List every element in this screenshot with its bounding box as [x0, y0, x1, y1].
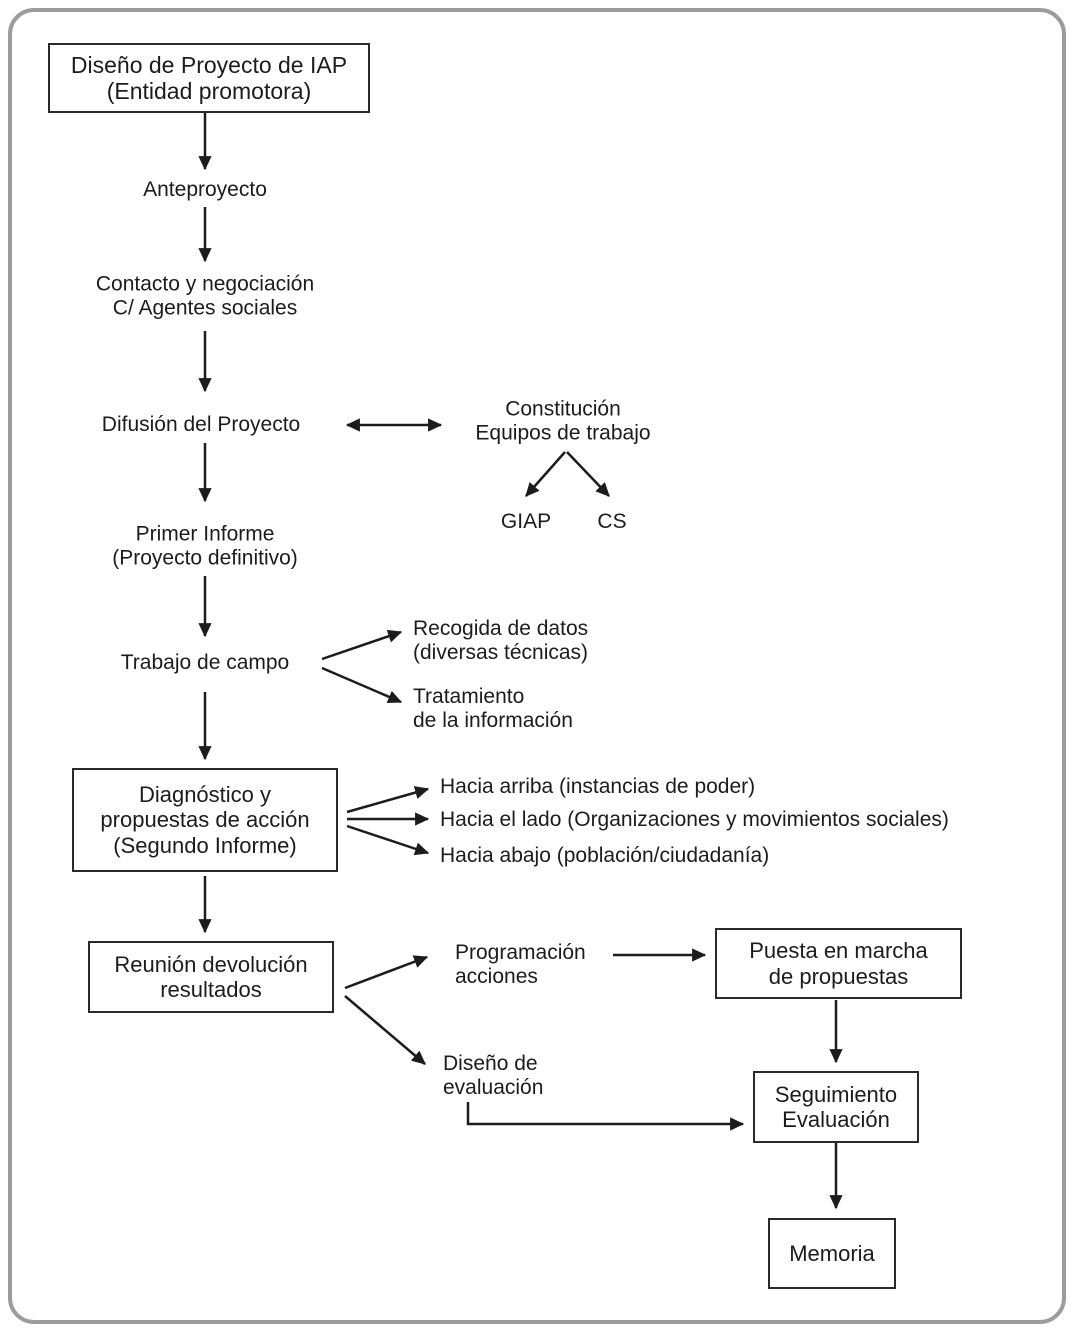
node-label: Reunión devolución — [114, 951, 308, 977]
node-diseno-evaluacion: Diseño de evaluación — [443, 1052, 543, 1101]
node-label: Diseño de Proyecto de IAP — [70, 51, 348, 78]
node-hacia-lado: Hacia el lado (Organizaciones y movimien… — [440, 808, 949, 832]
node-label: Programación — [455, 941, 586, 964]
node-label: Diagnóstico y — [138, 782, 272, 808]
node-label: Recogida de datos — [413, 617, 589, 640]
node-label: Primer Informe — [135, 522, 275, 546]
node-anteproyecto: Anteproyecto — [143, 178, 267, 202]
arrow-diagnostico-to-hacia-arriba — [346, 786, 430, 814]
node-seguimiento: Seguimiento Evaluación — [753, 1071, 919, 1143]
node-label: (diversas técnicas) — [413, 641, 589, 665]
arrow-reunion-to-programacion — [344, 955, 429, 990]
node-label: (Entidad promotora) — [106, 78, 312, 104]
node-label: (Proyecto definitivo) — [112, 547, 298, 570]
node-difusion: Difusión del Proyecto — [102, 413, 300, 437]
node-contacto: Contacto y negociación C/ Agentes social… — [96, 273, 314, 322]
node-label: GIAP — [500, 509, 552, 533]
node-label: Contacto y negociación — [95, 272, 315, 296]
node-cs: CS — [597, 510, 626, 534]
arrow-trabajo-to-tratamiento — [321, 666, 403, 704]
connector-diseno-evaluacion-to-seguimiento — [466, 1102, 745, 1131]
node-hacia-abajo: Hacia abajo (población/ciudadanía) — [440, 844, 769, 868]
arrow-constitucion-to-giap — [525, 451, 566, 497]
node-programacion: Programación acciones — [455, 941, 586, 990]
arrow-constitucion-to-cs — [566, 451, 610, 497]
arrow-reunion-to-diseno-evaluacion — [344, 995, 426, 1065]
node-constitucion: Constitución Equipos de trabajo — [475, 398, 650, 447]
node-label: acciones — [455, 965, 538, 989]
node-label: de propuestas — [768, 963, 909, 989]
node-label: Difusión del Proyecto — [101, 412, 301, 436]
node-recogida: Recogida de datos (diversas técnicas) — [413, 617, 588, 666]
node-label: evaluación — [443, 1076, 544, 1100]
node-label: propuestas de acción — [100, 807, 310, 833]
node-label: Hacia abajo (población/ciudadanía) — [440, 843, 770, 867]
node-label: Equipos de trabajo — [475, 422, 651, 445]
node-trabajo-campo: Trabajo de campo — [121, 651, 289, 675]
node-label: Anteproyecto — [143, 177, 267, 201]
node-label: Diseño de — [443, 1052, 538, 1075]
node-tratamiento: Tratamiento de la información — [413, 685, 573, 734]
arrow-diagnostico-to-hacia-abajo — [346, 824, 430, 856]
node-label: Evaluación — [782, 1107, 890, 1132]
node-label: Tratamiento — [413, 685, 525, 708]
node-label: Trabajo de campo — [120, 650, 290, 674]
node-label: CS — [597, 509, 627, 533]
node-label: (Segundo Informe) — [113, 832, 297, 858]
node-label: Seguimiento — [774, 1081, 898, 1107]
node-label: resultados — [160, 977, 262, 1002]
node-puesta-marcha: Puesta en marcha de propuestas — [715, 928, 962, 999]
node-label: Constitución — [505, 397, 621, 421]
node-label: Puesta en marcha — [749, 938, 928, 964]
node-reunion: Reunión devolución resultados — [88, 941, 334, 1013]
node-label: C/ Agentes sociales — [112, 297, 298, 320]
node-label: Hacia arriba (instancias de poder) — [440, 774, 756, 798]
node-label: de la información — [413, 709, 573, 733]
node-giap: GIAP — [501, 510, 551, 534]
node-label: Memoria — [789, 1240, 875, 1266]
node-memoria: Memoria — [768, 1218, 896, 1289]
node-hacia-arriba: Hacia arriba (instancias de poder) — [440, 775, 755, 799]
node-label: Hacia el lado (Organizaciones y movimien… — [440, 807, 949, 831]
node-diseno-proyecto: Diseño de Proyecto de IAP (Entidad promo… — [48, 43, 370, 113]
arrow-trabajo-to-recogida — [321, 629, 403, 661]
node-diagnostico: Diagnóstico y propuestas de acción (Segu… — [72, 768, 338, 872]
node-primer-informe: Primer Informe (Proyecto definitivo) — [112, 523, 298, 572]
